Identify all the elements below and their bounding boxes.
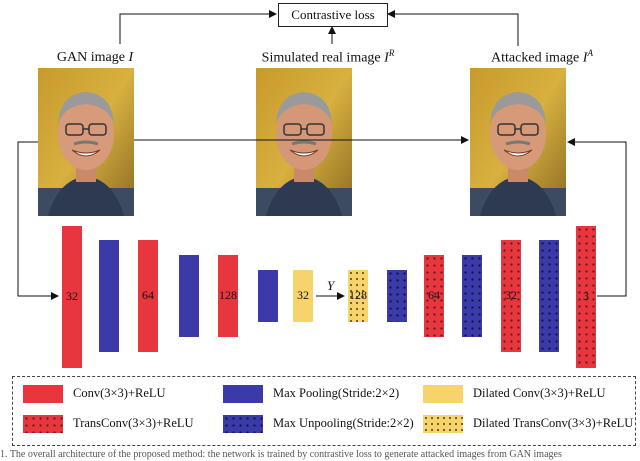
network-block-transconv — [501, 240, 521, 352]
network-block-conv — [62, 226, 82, 368]
legend-dilated-transconv: Dilated TransConv(3×3)+ReLU — [473, 416, 634, 430]
network-block-label: 128 — [349, 288, 367, 302]
arrow-gan-to-network — [17, 141, 59, 300]
legend-swatch-pool — [223, 385, 263, 403]
network-block-label: 64 — [428, 288, 440, 302]
simulated-image-label-text: Simulated real image — [261, 50, 385, 66]
latent-label: Y — [327, 278, 335, 293]
figure-caption: 1. The overall architecture of the propo… — [0, 449, 562, 460]
network-block-label: 3 — [583, 289, 589, 303]
network-block-unpool — [539, 240, 559, 352]
face-illustration-gan — [38, 68, 134, 216]
network-block-unpool — [462, 255, 482, 337]
network-block-label: 32 — [505, 288, 517, 302]
legend-swatch-transconv — [23, 415, 63, 433]
gan-image — [38, 68, 134, 216]
face-illustration-simulated — [256, 68, 352, 216]
legend: Conv(3×3)+ReLU Max Pooling(Stride:2×2) D… — [12, 376, 636, 446]
network-block-transconv — [576, 226, 596, 368]
simulated-image-label: Simulated real image IR — [238, 48, 418, 67]
legend-conv: Conv(3×3)+ReLU — [73, 386, 166, 400]
gan-image-var: I — [128, 50, 134, 65]
network-block-label: 128 — [219, 288, 237, 302]
legend-dilated-conv: Dilated Conv(3×3)+ReLU — [473, 386, 606, 400]
legend-transconv: TransConv(3×3)+ReLU — [73, 416, 194, 430]
network-block-label: 32 — [297, 288, 309, 302]
arrow-network-to-attacked — [567, 138, 627, 297]
network-block-pool — [99, 240, 119, 352]
simulated-real-image — [256, 68, 352, 216]
face-illustration-attacked — [470, 68, 566, 216]
simulated-image-sup: R — [388, 48, 395, 58]
attacked-image-label: Attacked image IA — [482, 48, 602, 67]
network-block-dilated-transconv — [348, 270, 368, 322]
network-block-unpool — [387, 270, 407, 322]
attacked-image-sup: A — [587, 48, 593, 58]
network-block-conv — [218, 255, 238, 337]
gan-image-label: GAN image I — [40, 50, 150, 66]
network-block-label: 64 — [142, 288, 154, 302]
legend-swatch-conv — [23, 385, 63, 403]
arrow-attacked-to-loss — [387, 10, 519, 46]
attacked-image — [470, 68, 566, 216]
network-block-dilated-conv — [293, 270, 313, 322]
attacked-image-var: I — [582, 50, 588, 66]
network-block-pool — [179, 255, 199, 337]
network-block-pool — [258, 270, 278, 322]
network-block-transconv — [424, 255, 444, 337]
legend-swatch-dilated-transconv — [423, 415, 463, 433]
arrow-gan-to-loss — [119, 10, 277, 44]
network-block-conv — [138, 240, 158, 352]
attacked-image-label-text: Attacked image — [491, 50, 583, 66]
legend-swatch-dilated-conv — [423, 385, 463, 403]
legend-unpool: Max Unpooling(Stride:2×2) — [273, 416, 414, 430]
gan-image-label-text: GAN image — [56, 50, 129, 65]
simulated-image-var: I — [384, 50, 389, 66]
contrastive-loss-box: Contrastive loss — [278, 3, 388, 27]
legend-pool: Max Pooling(Stride:2×2) — [273, 386, 400, 400]
network-block-label: 32 — [66, 289, 78, 303]
legend-swatch-unpool — [223, 415, 263, 433]
